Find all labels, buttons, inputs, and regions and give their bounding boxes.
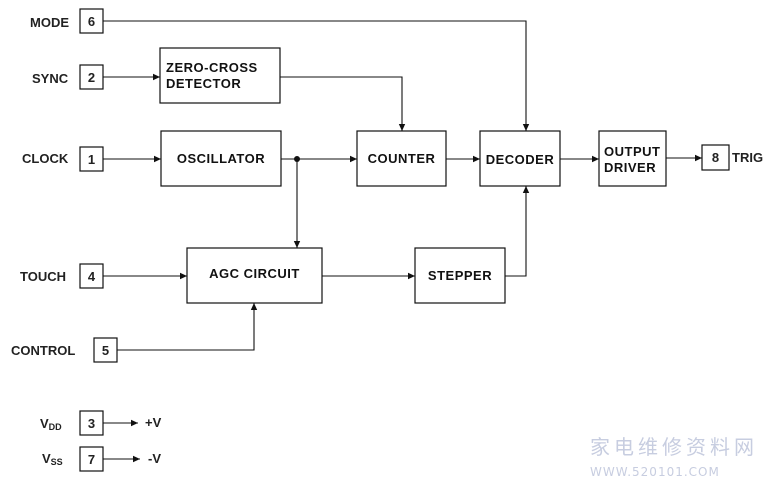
pin-label-control: CONTROL [11, 343, 75, 358]
decoder-label: DECODER [486, 152, 555, 167]
watermark-url: WWW.520101.COM [590, 465, 720, 479]
pin-box-4: 4 [79, 263, 104, 289]
supply-plus-label: +V [145, 415, 162, 430]
pin-label-trig: TRIG [732, 150, 763, 165]
pin-box-2: 2 [79, 64, 104, 90]
pin-num-4: 4 [88, 269, 96, 284]
pin-num-8: 8 [712, 150, 719, 165]
wire-stepper-to-decoder [505, 186, 530, 277]
stepper-label: STEPPER [428, 268, 492, 283]
pin-box-1: 1 [79, 146, 104, 172]
pin-box-5: 5 [93, 337, 118, 363]
pin-box-3: 3 [79, 410, 104, 436]
output-driver-block: OUTPUT DRIVER [598, 130, 667, 187]
counter-block: COUNTER [356, 130, 447, 187]
pin-box-8: 8 [701, 144, 730, 171]
zero-cross-detector-block: ZERO-CROSS DETECTOR [159, 47, 281, 104]
wire-zero-cross-to-counter [280, 76, 406, 131]
pin-label-vdd: VDD [40, 416, 62, 432]
pin-label-mode: MODE [30, 15, 69, 30]
agc-label: AGC CIRCUIT [209, 266, 300, 281]
agc-circuit-block: AGC CIRCUIT [186, 247, 323, 304]
pin-num-6: 6 [88, 14, 95, 29]
output-driver-label-1: OUTPUT [604, 144, 660, 159]
pin-box-7: 7 [79, 446, 104, 472]
oscillator-block: OSCILLATOR [160, 130, 282, 187]
output-driver-label-2: DRIVER [604, 160, 656, 175]
supply-minus-label: -V [148, 451, 161, 466]
pin-label-touch: TOUCH [20, 269, 66, 284]
counter-label: COUNTER [368, 151, 436, 166]
stepper-block: STEPPER [414, 247, 506, 304]
pin-label-vss: VSS [42, 451, 63, 467]
pin-label-sync: SYNC [32, 71, 69, 86]
watermark-text: 家电维修资料网 [590, 435, 758, 459]
pin-num-3: 3 [88, 416, 95, 431]
zero-cross-label-2: DETECTOR [166, 76, 241, 91]
pin-label-clock: CLOCK [22, 151, 69, 166]
wire-mode-to-decoder [103, 20, 530, 131]
oscillator-label: OSCILLATOR [177, 151, 265, 166]
pin-box-6: 6 [79, 8, 104, 34]
pin-num-1: 1 [88, 152, 95, 167]
decoder-block: DECODER [479, 130, 561, 187]
pin-num-5: 5 [102, 343, 109, 358]
pin-num-7: 7 [88, 452, 95, 467]
wire-control-to-agc [117, 303, 258, 351]
pin-num-2: 2 [88, 70, 95, 85]
zero-cross-label-1: ZERO-CROSS [166, 60, 258, 75]
